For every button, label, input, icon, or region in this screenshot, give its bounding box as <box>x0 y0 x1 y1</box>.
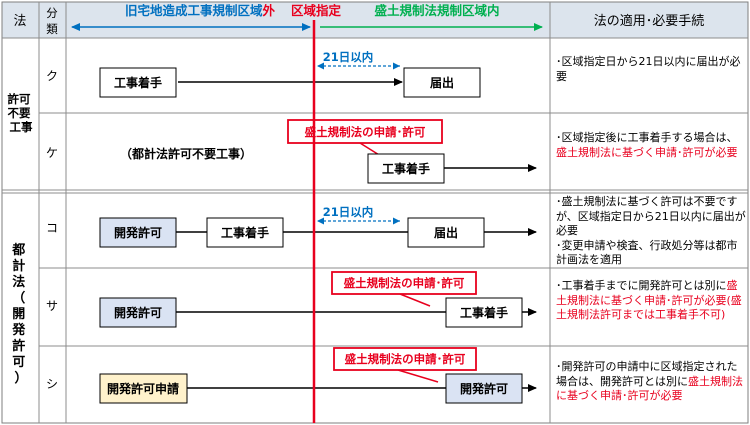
header-outside-zone: 旧宅地造成工事規制区域外 <box>125 3 276 18</box>
step-box <box>367 153 445 184</box>
group-label-permit-free: 許可 不要 工事 <box>7 92 34 134</box>
note-text: ･区域指定日から21日以内に届出が必要 <box>556 55 741 83</box>
row-code-ke: ケ <box>46 146 58 160</box>
note-text-required: 盛土規制法に基づく申請･許可が必要 <box>556 145 738 159</box>
note-text: ･開発許可の申請中に区域指定された場合は、開発許可とは別に <box>556 360 738 388</box>
interval-label: 21日以内 <box>323 205 374 219</box>
step-box-label: 工事着手 <box>460 305 508 320</box>
step-box-label: 開発許可申請 <box>107 381 179 396</box>
notes-row-sa: ･工事着手までに開発許可とは別に盛土規制法に基づく申請･許可が必要(盛土規制法許… <box>556 279 746 323</box>
callout-box <box>287 119 443 144</box>
step-box <box>206 217 284 248</box>
note-text: ･盛土規制法に基づく許可は不要ですが、区域指定日から21日以内に届出が必要 <box>556 195 746 237</box>
header-inside-zone: 盛土規制法規制区域内 <box>374 3 499 18</box>
row-code-ku: ク <box>46 69 58 83</box>
step-box <box>99 67 177 98</box>
callout-label: 盛土規制法の申請･許可 <box>344 276 465 290</box>
step-box-label: 開発許可 <box>460 381 508 396</box>
note-text: ･区域指定後に工事着手する場合は、 <box>556 131 738 144</box>
interval-label: 21日以内 <box>323 50 374 64</box>
step-box-label: 工事着手 <box>382 161 430 176</box>
row-code-sa: サ <box>46 299 58 313</box>
step-box-label: 工事着手 <box>114 75 162 90</box>
notes-row-ke: ･区域指定後に工事着手する場合は、盛土規制法に基づく申請･許可が必要 <box>556 131 746 160</box>
row-code-shi: シ <box>46 377 58 391</box>
note-text-required: 盛土規制法に基づく申請･許可が必要(盛土規制法許可までは工事着手不可) <box>556 279 742 321</box>
step-box <box>407 217 485 248</box>
notes-row-ku: ･区域指定日から21日以内に届出が必要 <box>556 55 744 84</box>
callout-pointer <box>399 293 431 307</box>
step-box-label: 届出 <box>430 75 454 90</box>
header-law: 法 <box>13 14 26 29</box>
note-text: ･変更申請や検査、行政処分等は都市計画法を適用 <box>556 238 738 267</box>
step-box <box>99 297 177 328</box>
step-box-label: 開発許可 <box>114 305 162 320</box>
step-box-label: 工事着手 <box>221 225 269 240</box>
step-box <box>99 217 177 248</box>
notes-row-shi: ･開発許可の申請中に区域指定された場合は、開発許可とは別に盛土規制法に基づく申請… <box>556 360 746 404</box>
step-box <box>99 373 188 404</box>
header-background <box>2 2 748 38</box>
header-procedure: 法の適用･必要手続 <box>594 13 705 29</box>
step-box <box>445 297 523 328</box>
header-category-1: 分 <box>46 6 58 20</box>
group-label-city-planning: 都 計 法 （ 開 発 許 可 ） <box>11 242 30 386</box>
header-designation: 区域指定 <box>291 3 342 18</box>
callout-box <box>331 271 477 295</box>
row-label: （都計法許可不要工事） <box>120 146 252 161</box>
row-code-ko: コ <box>46 221 58 235</box>
step-box-label: 開発許可 <box>114 225 162 240</box>
step-box <box>445 373 523 404</box>
callout-pointer <box>397 369 439 383</box>
notes-row-ko: ･盛土規制法に基づく許可は不要ですが、区域指定日から21日以内に届出が必要 ･変… <box>556 195 746 268</box>
callout-box <box>333 347 477 371</box>
note-text: ･工事着手までに開発許可とは別に <box>556 279 727 292</box>
callout-label: 盛土規制法の申請･許可 <box>345 352 466 366</box>
callout-label: 盛土規制法の申請･許可 <box>305 125 426 139</box>
note-text-required: 盛土規制法に基づく申請･許可が必要 <box>556 374 743 403</box>
step-box <box>403 67 481 98</box>
step-box-label: 届出 <box>434 225 458 240</box>
header-category-2: 類 <box>46 22 58 36</box>
